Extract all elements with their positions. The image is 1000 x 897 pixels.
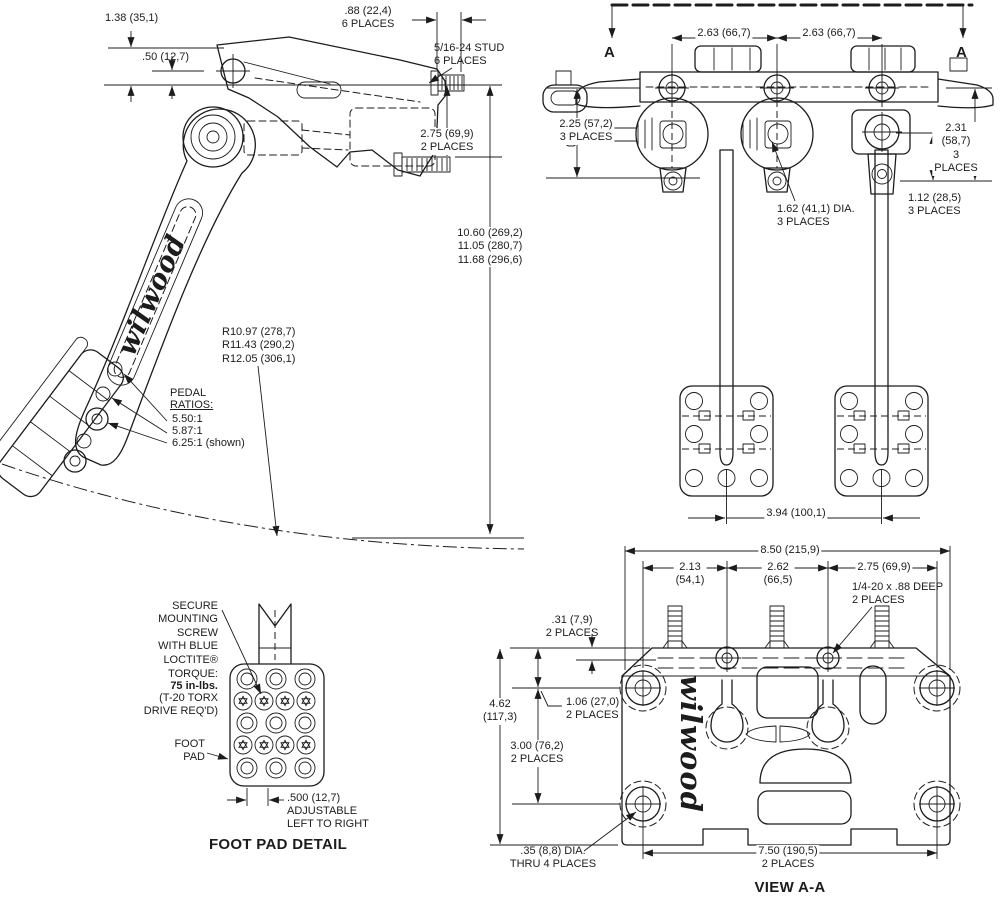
pivot-bolts: [655, 71, 899, 105]
keyhole-slots: [705, 679, 850, 750]
pedal-height-dims: 10.60 (269,2) 11.05 (280,7) 11.68 (296,6…: [455, 227, 525, 268]
mounting-stud-upper: [430, 70, 465, 96]
dim-2-75-aa: 2.75 (69,9): [855, 561, 913, 575]
base-plate-outline: [621, 647, 951, 846]
dim-1-06: 1.06 (27,0) 2 PLACES: [566, 696, 620, 722]
foot-pad-label: FOOT PAD: [174, 738, 205, 764]
torx-screws: [233, 691, 316, 755]
dim-2-63-left: 2.63 (66,7): [695, 27, 753, 41]
ratio-5-87: 5.87:1: [172, 425, 203, 437]
dim-2-63-right: 2.63 (66,7): [800, 27, 858, 41]
torque-note: (T-20 TORX DRIVE REQ'D): [143, 692, 218, 718]
view-aa-drawing: [490, 546, 961, 859]
dim-2-31: 2.31 (58,7) 3 PLACES: [932, 122, 980, 176]
mounting-stud-lower: [393, 152, 451, 177]
front-view-dimensions: [546, 87, 992, 524]
pivot-hub: [182, 106, 244, 168]
wilwood-logo-base-plate: wilwood: [674, 675, 708, 813]
view-aa-title: VIEW A-A: [754, 879, 826, 896]
clevis-hidden: [243, 120, 303, 156]
master-cylinder-center: [740, 97, 814, 193]
pedal-shafts: [719, 149, 889, 466]
foot-pad-detail-title: FOOT PAD DETAIL: [208, 836, 348, 853]
dim-2-25: 2.25 (57,2) 3 PLACES: [557, 118, 615, 145]
foot-pad-dimensions: [206, 609, 284, 806]
output-studs: [662, 605, 895, 649]
dim-0-35: .35 (8,8) DIA. THRU 4 PLACES: [509, 845, 597, 871]
dim-1-62: 1.62 (41,1) DIA. 3 PLACES: [777, 203, 855, 229]
foot-pad-plate: [229, 663, 325, 787]
section-label-a-left: A: [604, 44, 615, 61]
pedal-radius-dims: R10.97 (278,7) R11.43 (290,2) R12.05 (30…: [222, 326, 296, 365]
plate-cutouts: [756, 665, 887, 825]
pedal-shaft-top: [258, 603, 292, 665]
ratio-6-25: 6.25:1 (shown): [172, 437, 245, 449]
pedal-arm-slot: [106, 198, 204, 386]
dim-3-94: 3.94 (100,1): [764, 507, 828, 521]
dim-1-12: 1.12 (28,5) 3 PLACES: [908, 192, 962, 218]
dim-3-00: 3.00 (76,2) 2 PLACES: [508, 740, 566, 767]
dim-7-50: 7.50 (190,5) 2 PLACES: [756, 845, 820, 872]
pedal-travel-arc: [1, 463, 525, 550]
foot-pad-detail-drawing: [206, 603, 325, 806]
foot-pad-side: [0, 336, 124, 498]
dim-4-62: 4.62 (117,3): [480, 698, 520, 725]
secure-screw-note: SECURE MOUNTING SCREW WITH BLUE LOCTITE®: [158, 600, 218, 666]
thread-note: 1/4-20 x .88 DEEP 2 PLACES: [852, 581, 944, 607]
dim-8-50: 8.50 (215,9): [758, 544, 822, 558]
ratio-5-50: 5.50:1: [172, 413, 203, 425]
dim-2-13: 2.13 (54,1): [673, 561, 707, 588]
adjustable-note: ADJUSTABLE LEFT TO RIGHT: [287, 805, 369, 831]
foot-pad-holes: [233, 668, 316, 779]
pedal-ratios-heading-1: PEDAL: [170, 387, 207, 399]
torque-value: 75 in-lbs.: [170, 680, 218, 692]
dim-0-500: .500 (12,7): [287, 792, 341, 804]
mounting-flange: [639, 71, 939, 103]
torque-heading: TORQUE:: [168, 668, 218, 680]
bracket-slot: [296, 81, 342, 99]
tapped-holes: [713, 644, 842, 672]
dim-0-31: .31 (7,9) 2 PLACES: [545, 614, 599, 640]
dim-0-88: .88 (22,4) 6 PLACES: [341, 5, 395, 31]
section-label-a-right: A: [956, 44, 967, 61]
dim-0-50: .50 (12,7): [142, 51, 190, 63]
flange-wing-left: [575, 78, 641, 109]
corner-mount-holes: [619, 664, 961, 828]
side-view-drawing: [0, 12, 525, 550]
pedal-ratios-heading-2: RATIOS:: [170, 399, 214, 411]
pedal-ratio-holes: [63, 361, 123, 473]
dim-2-62: 2.62 (66,5): [761, 561, 795, 588]
flange-wing-right: [937, 78, 994, 109]
stud-note: 5/16-24 STUD 6 PLACES: [434, 42, 505, 68]
mounting-bracket: [216, 36, 447, 177]
master-cylinder-right: [851, 109, 911, 195]
dim-1-38: 1.38 (35,1): [105, 12, 159, 24]
front-view-drawing: [542, 3, 994, 524]
dim-2-75-side: 2.75 (69,9) 2 PLACES: [418, 128, 476, 155]
pedal-arm: [75, 108, 256, 466]
